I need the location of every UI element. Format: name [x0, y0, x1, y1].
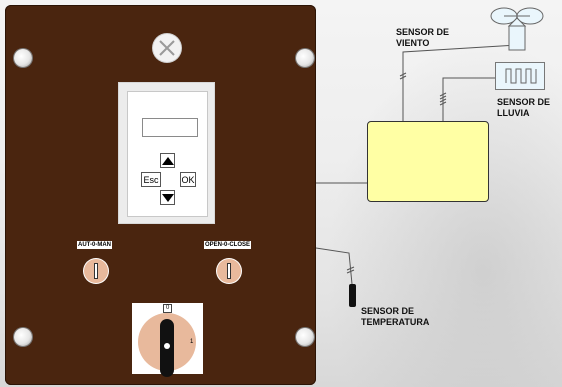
- auto-man-selector[interactable]: [84, 259, 108, 283]
- switch-position-1: 1: [190, 339, 194, 345]
- temperature-sensor-label-line1: SENSOR DE: [361, 306, 415, 316]
- up-arrow-button[interactable]: [160, 153, 175, 168]
- wind-sensor-label-line2: VIENTO: [396, 38, 430, 48]
- wire-rain-sensor: [442, 77, 495, 121]
- hmi-terminal: Esc OK: [118, 82, 215, 224]
- indicator-lamp: [153, 34, 181, 62]
- screw-bottom-left: [14, 328, 32, 346]
- rain-sensor-label-line2: LLUVIA: [497, 108, 530, 118]
- esc-button-label: Esc: [143, 174, 159, 185]
- screw-bottom-right: [296, 328, 314, 346]
- down-arrow-button[interactable]: [160, 190, 175, 205]
- rain-cable-ticks: [439, 92, 447, 106]
- rain-sensor-label: SENSOR DE LLUVIA: [497, 97, 550, 119]
- screw-top-left: [14, 49, 32, 67]
- hmi-faceplate: Esc OK: [127, 91, 208, 217]
- wind-sensor-label-line1: SENSOR DE: [396, 27, 450, 37]
- ok-button[interactable]: OK: [180, 172, 196, 187]
- arrow-down-icon: [161, 193, 174, 202]
- wire-temperature-sensor: [315, 247, 353, 285]
- thermometer-icon: [349, 284, 356, 307]
- open-close-label: OPEN-0-CLOSE: [204, 241, 252, 249]
- screw-top-right: [296, 49, 314, 67]
- temperature-cable-ticks: [346, 266, 355, 274]
- rain-gauge-icon: [495, 62, 545, 90]
- rotary-hub: [164, 343, 170, 349]
- wind-sensor-label: SENSOR DE VIENTO: [396, 27, 449, 49]
- esc-button[interactable]: Esc: [141, 172, 161, 187]
- selector-slot-icon: [227, 263, 231, 279]
- open-close-selector[interactable]: [217, 259, 241, 283]
- selector-slot-icon: [94, 263, 98, 279]
- rain-gauge-pattern-icon: [505, 68, 537, 84]
- anemometer-icon: [490, 7, 544, 51]
- rotary-disc: [138, 313, 196, 377]
- controller-unit: [367, 121, 489, 202]
- ok-button-label: OK: [181, 174, 195, 185]
- main-rotary-switch[interactable]: 0 1: [132, 303, 203, 377]
- wind-cable-ticks: [399, 72, 407, 80]
- control-panel: Esc OK AUT-0-MAN OPEN-0-CLOSE 0 1: [5, 5, 316, 385]
- switch-position-0: 0: [163, 304, 173, 313]
- auto-man-label: AUT-0-MAN: [77, 241, 112, 249]
- temperature-sensor-label: SENSOR DE TEMPERATURA: [361, 306, 429, 328]
- arrow-up-icon: [161, 156, 174, 165]
- rain-sensor-label-line1: SENSOR DE: [497, 97, 551, 107]
- hmi-display: [142, 118, 198, 137]
- temperature-sensor-label-line2: TEMPERATURA: [361, 317, 430, 327]
- lamp-cross-icon: [159, 40, 175, 56]
